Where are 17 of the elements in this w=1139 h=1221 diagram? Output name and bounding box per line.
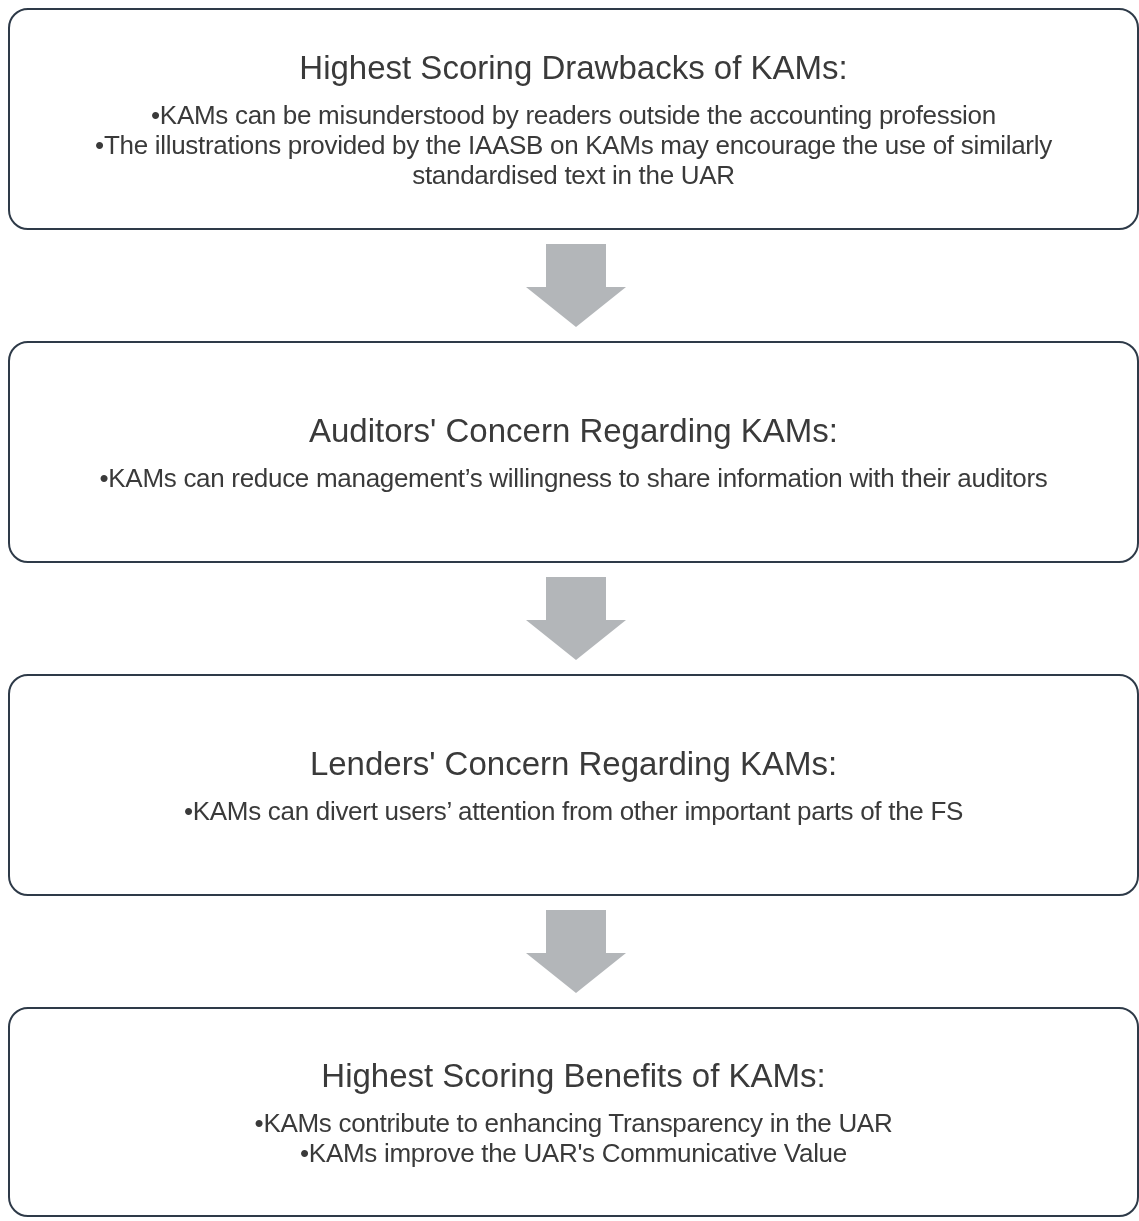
process-box <box>8 1007 1139 1217</box>
box-heading: Auditors' Concern Regarding KAMs: <box>308 411 839 451</box>
bullet-text: •The illustrations provided by the IAASB on KAMs may encourage the use of similarly standardised text in the UAR <box>94 129 1053 190</box>
bullet-text: •KAMs can reduce management’s willingness to share information with their auditors <box>99 462 1048 493</box>
bullet-text: •KAMs improve the UAR's Communicative Value <box>300 1137 847 1168</box>
block-arrow <box>526 577 626 660</box>
block-arrow <box>526 910 626 993</box>
block-arrow <box>526 244 626 327</box>
box-heading: Highest Scoring Benefits of KAMs: <box>321 1056 826 1096</box>
bullet-text: •KAMs can divert users’ attention from other important parts of the FS <box>183 795 963 826</box>
process-box <box>8 8 1139 230</box>
box-heading: Lenders' Concern Regarding KAMs: <box>309 744 838 784</box>
process-box <box>8 674 1139 896</box>
box-heading: Highest Scoring Drawbacks of KAMs: <box>299 48 848 88</box>
process-box <box>8 341 1139 563</box>
bullet-text: •KAMs can be misunderstood by readers outside the accounting profession <box>151 99 996 130</box>
bullet-text: •KAMs contribute to enhancing Transparency in the UAR <box>254 1107 893 1138</box>
